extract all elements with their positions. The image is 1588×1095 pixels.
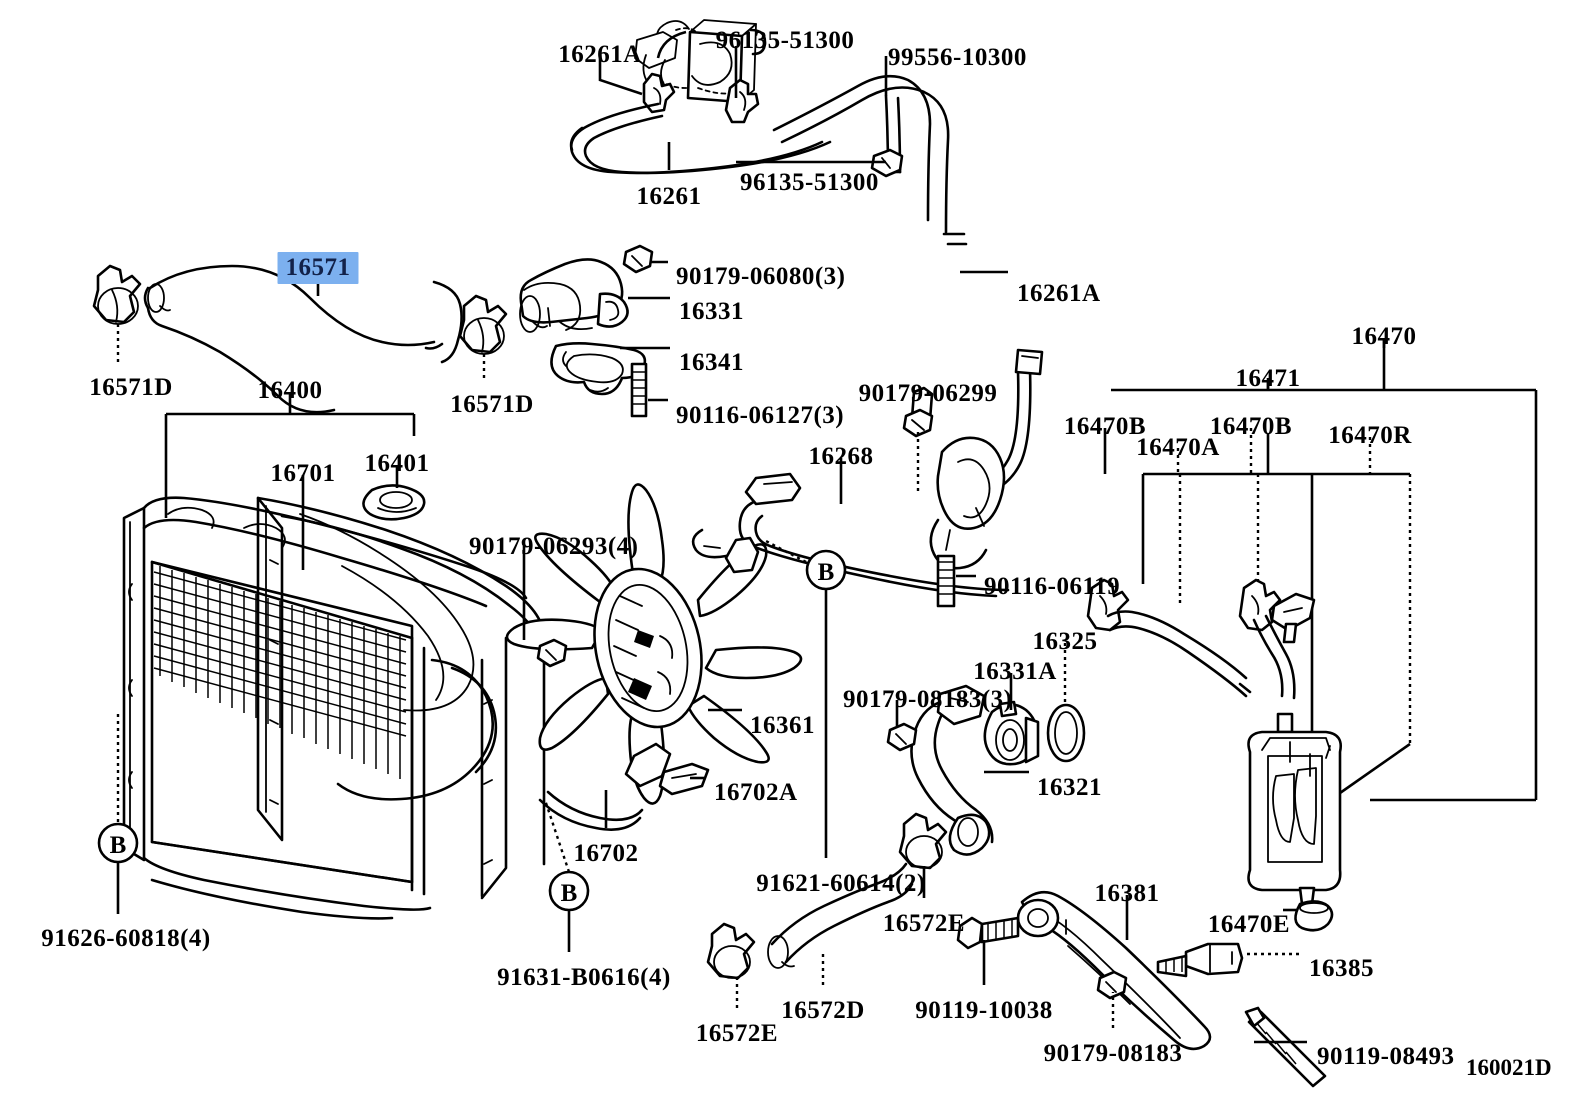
part-label-16471: 16471 [1235,365,1301,392]
radiator-core-mesh [153,566,407,779]
part-label-16381: 16381 [1094,880,1160,907]
part-label-90179-06299: 90179-06299 [858,380,998,407]
circled-marker-group: B B B [97,549,847,912]
part-label-16401: 16401 [364,450,430,477]
part-label-90179-06080-3-: 90179-06080(3) [676,263,846,290]
part-label-16400: 16400 [257,377,323,404]
clamp-96135-51300-upper [724,78,760,124]
part-label-91631-b0616-4-: 91631-B0616(4) [497,964,671,991]
art-bracket-16381 [956,890,1212,1051]
art-clamp-16572e-lower [706,922,756,980]
art-stud-90116-06119 [936,554,956,608]
svg-text:B: B [561,880,578,907]
art-bypass-pipe-16268 [691,348,1044,608]
part-label-90179-08183-3-: 90179-08183(3) [843,686,1013,713]
part-label-90179-08183: 90179-08183 [1043,1040,1183,1067]
part-label-16702: 16702 [573,840,639,867]
art-bracket-16341 [550,342,647,396]
art-nut-90179-08183-b [1096,970,1128,1000]
art-16702-lower [538,742,672,831]
svg-text:B: B [818,559,835,586]
art-water-outlet-16331 [519,258,629,333]
part-label-90116-06119: 90116-06119 [984,573,1121,600]
art-bolt-90119-10038 [956,916,1020,950]
part-label-90119-10038: 90119-10038 [915,997,1053,1024]
part-label-16571d: 16571D [89,374,173,401]
part-label-16261a: 16261A [1017,280,1101,307]
part-label-16470b: 16470B [1063,413,1147,440]
art-bolt-90179-06299 [902,386,934,438]
clamp-16571d-right [458,294,508,355]
art-clip-16702a [658,762,710,796]
part-label-16702a: 16702A [714,779,798,806]
art-sensor-16385 [1156,942,1244,978]
part-label-16470a: 16470A [1136,434,1220,461]
part-label-16572e: 16572E [695,1020,779,1047]
circled-marker-b-pipe: B [805,549,847,591]
part-label-16470r: 16470R [1328,422,1412,449]
part-label-91626-60818-4-: 91626-60818(4) [41,925,211,952]
art-radiator-16400 [122,496,528,920]
art-clamp-16572e-mid [898,812,948,870]
part-label-16331a: 16331A [973,658,1057,685]
part-label-91621-60614-2-: 91621-60614(2) [756,870,926,897]
part-label-16572d: 16572D [781,997,865,1024]
part-label-96135-51300: 96135-51300 [715,27,855,54]
part-label-16571d: 16571D [450,391,534,418]
part-label-99556-10300: 99556-10300 [888,44,1027,71]
art-bolt-90119-08493 [1244,1006,1327,1088]
art-radiator-cap-16401 [362,484,426,521]
diagram-sheet-id: 160021D [1466,1055,1552,1080]
part-label-90179-06293-4-: 90179-06293(4) [469,533,639,560]
circled-marker-b-shroud: B [548,870,590,912]
leader-lines [116,30,1386,1044]
art-stud-90116-06127 [630,362,648,418]
part-label-16331: 16331 [679,298,744,325]
art-nut-90179-06080 [622,244,654,274]
part-label-16701: 16701 [270,460,336,487]
art-reservoir-group-16470 [1086,338,1538,1088]
part-label-96135-51300: 96135-51300 [740,169,879,196]
clamp-16261a-top [642,72,676,114]
part-label-90119-08493: 90119-08493 [1317,1043,1455,1070]
part-label-16268: 16268 [808,443,874,470]
part-label-16572e: 16572E [882,910,966,937]
part-label-90116-06127-3-: 90116-06127(3) [676,402,845,429]
part-label-16470: 16470 [1351,323,1417,350]
art-cooling-fan-16361 [505,483,803,805]
part-label-16261: 16261 [636,183,702,210]
clamp-16571d-left [92,264,142,325]
circled-marker-b-left: B [97,822,139,864]
art-grommet-90179-06293 [536,638,568,668]
svg-text:B: B [110,832,127,859]
part-label-16325: 16325 [1032,628,1098,655]
art-upper-hose-16571 [92,264,508,414]
part-label-16341: 16341 [679,349,744,376]
clamp-96135-51300-lower [870,148,904,178]
part-label-16361: 16361 [750,712,815,739]
part-label-16470e: 16470E [1207,911,1291,938]
part-label-16470b: 16470B [1209,413,1293,440]
part-label-16571[interactable]: 16571 [277,252,359,284]
art-top-hose-assembly [569,19,968,246]
part-label-16385: 16385 [1309,955,1374,982]
part-label-16321: 16321 [1037,774,1102,801]
art-thermostat-group [706,684,1086,980]
art-nut-90179-08183-a [886,722,918,752]
part-label-16261a: 16261A [558,41,642,68]
